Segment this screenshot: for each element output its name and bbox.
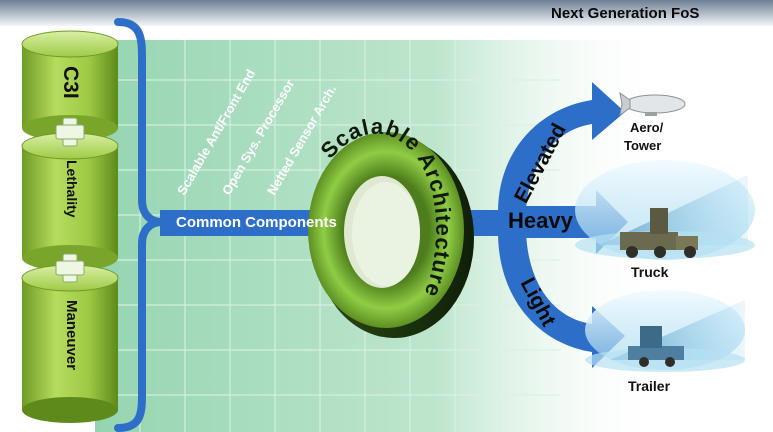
cylinder-maneuver <box>21 264 119 423</box>
common-components-label: Common Components <box>176 214 337 231</box>
plus-icon <box>55 117 85 147</box>
platform-label-aero-line1: Aero/ <box>630 120 664 135</box>
platform-label-truck: Truck <box>631 264 669 280</box>
truck-icon <box>620 208 698 258</box>
platform-label-aero-line2: Tower <box>624 138 662 153</box>
trailer-icon <box>628 326 684 367</box>
plus-icon <box>55 253 85 283</box>
platform-label-trailer: Trailer <box>628 378 671 394</box>
scalable-architecture-ring <box>308 132 474 338</box>
aerostat-icon <box>619 91 686 117</box>
cylinder-label-maneuver: Maneuver <box>63 300 80 371</box>
page-title: Next Generation FoS <box>551 5 700 22</box>
branch-label-heavy: Heavy <box>508 208 573 233</box>
cylinder-label-lethality: Lethality <box>64 160 80 218</box>
cylinder-label-c3i: C3I <box>59 66 82 99</box>
elevated-arrow <box>498 82 625 212</box>
